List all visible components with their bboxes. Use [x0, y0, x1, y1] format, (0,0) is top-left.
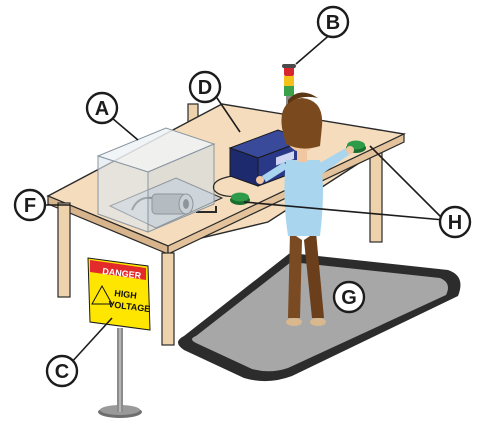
callout-f: F [15, 190, 45, 220]
callout-d: D [190, 72, 220, 102]
warning-sign-post [98, 328, 142, 418]
button-left [230, 193, 250, 206]
callout-h: H [440, 207, 470, 237]
callout-a: A [87, 93, 117, 123]
svg-text:F: F [24, 195, 36, 217]
svg-text:G: G [341, 287, 357, 309]
svg-text:B: B [326, 12, 340, 34]
svg-text:A: A [95, 98, 109, 120]
svg-text:D: D [198, 77, 212, 99]
callout-b: B [318, 7, 348, 37]
callout-c: C [47, 356, 77, 386]
svg-text:C: C [55, 361, 69, 383]
callout-g: G [334, 282, 364, 312]
svg-text:H: H [448, 212, 462, 234]
danger-high-voltage-sign: DANGER HIGH VOLTAGE [88, 258, 151, 330]
